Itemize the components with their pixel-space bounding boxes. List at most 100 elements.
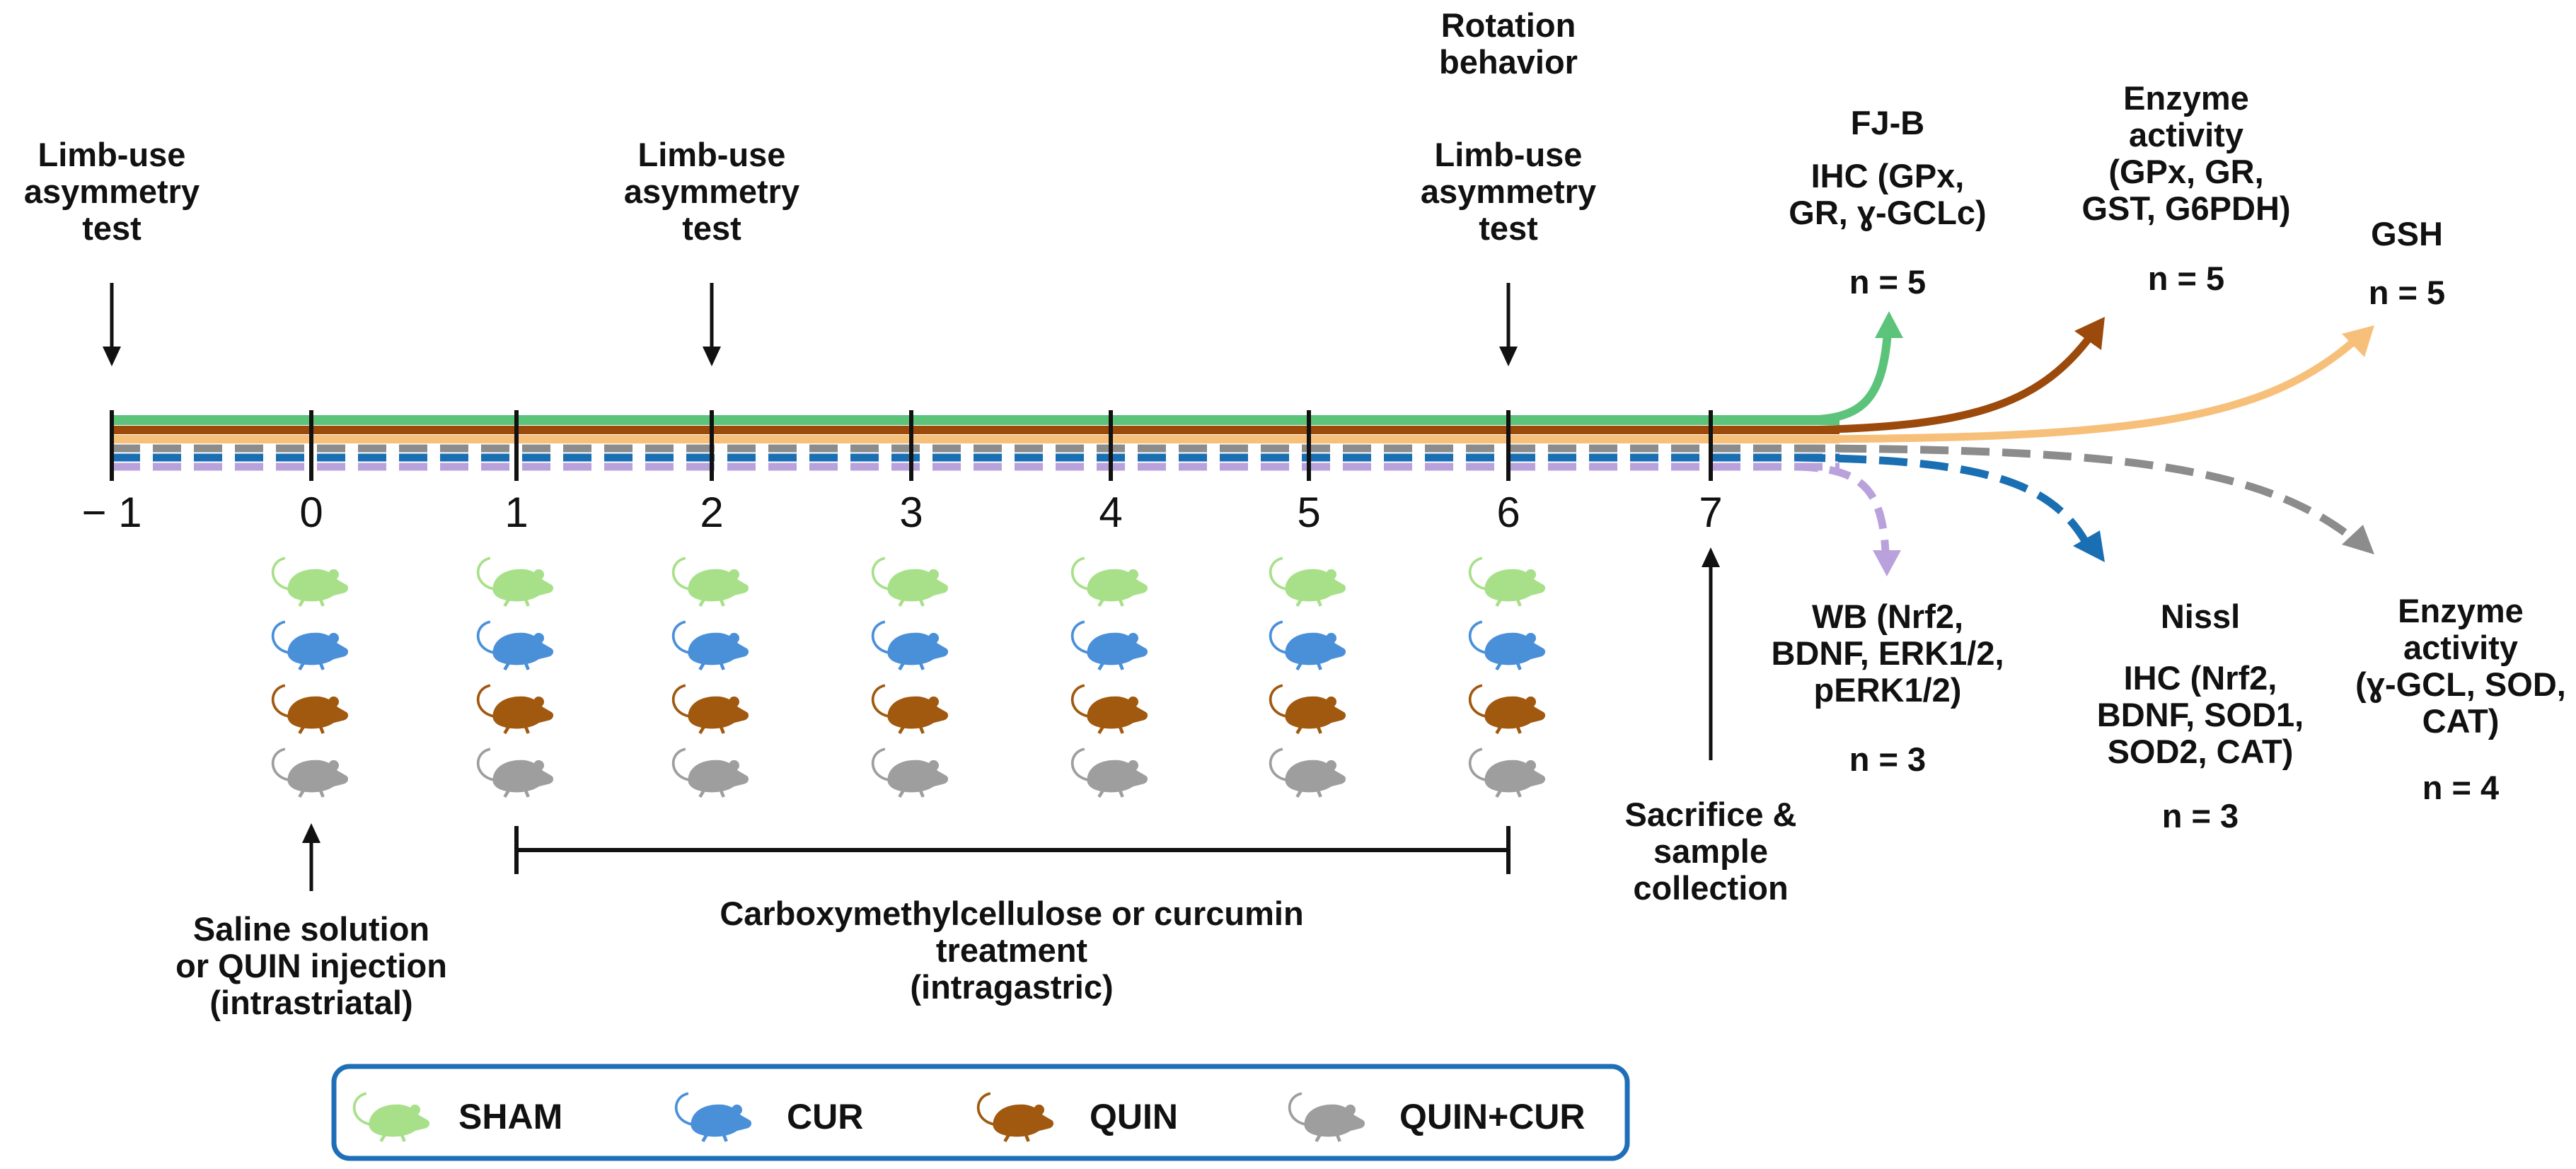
mouse-icon-sham [354,1093,429,1141]
svg-text:Limb-use: Limb-use [1435,136,1583,173]
svg-text:n = 3: n = 3 [1849,740,1926,778]
legend-label-quincur: QUIN+CUR [1399,1097,1586,1136]
orange-arrowhead [2342,325,2374,357]
mouse-icon-cur [478,622,553,670]
mouse-icon-sham [1470,558,1545,606]
down-arrow-icon [1499,347,1518,366]
mouse-icon-sham [873,558,948,606]
svg-text:(intragastric): (intragastric) [910,968,1113,1006]
mouse-icon-quin [978,1093,1053,1141]
mouse-icon-cur [674,622,749,670]
tick-label: 1 [504,489,528,536]
mouse-icon-cur [1271,622,1346,670]
purple-arrowhead [1873,550,1901,576]
tick-label: 6 [1496,489,1520,536]
tick-labels: − 1 0 1 2 3 4 5 6 7 [81,489,1722,536]
down-arrow-icon [703,347,721,366]
mouse-icon-quin [1271,685,1346,733]
mouse-icon-cur [873,622,948,670]
mouse-icon-cur [1470,622,1545,670]
outcome-fjb-ihc: FJ-B IHC (GPx, GR, ɣ-GCLc) n = 5 [1789,104,1986,301]
mouse-icon-quincur [674,749,749,797]
up-arrow-icon [302,823,320,843]
legend-label-cur: CUR [787,1097,863,1136]
svg-text:treatment: treatment [936,931,1088,969]
outcome-enzyme-activity-1: Enzyme activity (GPx, GR, GST, G6PDH) n … [2081,79,2290,297]
svg-text:pERK1/2): pERK1/2) [1814,671,1962,709]
quin-branch [1796,333,2094,434]
mouse-column-day-3 [873,558,948,797]
svg-text:SOD2, CAT): SOD2, CAT) [2108,733,2294,770]
svg-text:asymmetry: asymmetry [624,173,799,210]
svg-text:n = 4: n = 4 [2422,769,2499,806]
svg-text:CAT): CAT) [2422,702,2500,740]
svg-text:or QUIN injection: or QUIN injection [175,947,447,984]
mouse-icon-cur [676,1093,751,1141]
treatment-bracket: Carboxymethylcellulose or curcumin treat… [514,826,1511,1006]
svg-text:Sacrifice &: Sacrifice & [1625,796,1797,833]
down-arrow-icon [103,347,121,366]
svg-text:(GPx, GR,: (GPx, GR, [2108,153,2263,190]
svg-text:GSH: GSH [2371,215,2443,252]
mouse-column-day-1 [478,558,553,797]
mouse-icon-cur [273,622,348,670]
injection-annotation: Saline solution or QUIN injection (intra… [175,823,447,1021]
svg-text:test: test [82,209,141,247]
legend: SHAM CUR QUIN QUIN+CUR [331,1064,1630,1161]
svg-text:test: test [682,209,741,247]
rotation-behavior-label: Rotation behavior [1439,6,1578,81]
mouse-icon-quin [478,685,553,733]
tick-label: 2 [700,489,723,536]
svg-text:Carboxymethylcellulose or curc: Carboxymethylcellulose or curcumin [720,895,1303,932]
mouse-icon-quincur [273,749,348,797]
svg-text:BDNF, ERK1/2,: BDNF, ERK1/2, [1771,634,2004,672]
legend-box [331,1064,1630,1161]
mouse-icon-quincur [1073,749,1148,797]
tick-label: 0 [299,489,323,536]
svg-text:asymmetry: asymmetry [1421,173,1596,210]
svg-text:(ɣ-GCL, SOD,: (ɣ-GCL, SOD, [2355,665,2566,703]
sham-arrowhead [1875,311,1903,338]
mouse-icon-quincur [1271,749,1346,797]
svg-text:BDNF, SOD1,: BDNF, SOD1, [2097,696,2304,733]
svg-text:n = 3: n = 3 [2162,797,2239,834]
quin-arrowhead [2074,317,2105,350]
mouse-column-day-5 [1271,558,1346,797]
cur-arrowhead [2073,530,2105,562]
mouse-icon-quin [873,685,948,733]
quincur-arrowhead [2342,525,2374,554]
timeline-ticks [110,410,1713,481]
legend-label-quin: QUIN [1090,1097,1178,1136]
mouse-icon-quin [674,685,749,733]
tick-label: 5 [1297,489,1320,536]
svg-text:test: test [1479,209,1538,247]
svg-text:Nissl: Nissl [2161,598,2240,635]
legend-label-sham: SHAM [458,1097,562,1136]
mouse-icon-cur [1073,622,1148,670]
cur-branch [1796,453,2091,547]
mouse-icon-sham [478,558,553,606]
svg-text:asymmetry: asymmetry [24,173,200,210]
mouse-icon-quincur [873,749,948,797]
tick-label: 3 [899,489,923,536]
svg-text:sample: sample [1653,832,1768,870]
sham-branch [1796,332,1892,424]
mouse-icon-quin [273,685,348,733]
svg-text:Limb-use: Limb-use [38,136,186,173]
mouse-column-day-6 [1470,558,1545,797]
mouse-icon-sham [1271,558,1346,606]
svg-text:Rotation: Rotation [1441,6,1576,44]
svg-text:n = 5: n = 5 [2369,274,2445,311]
svg-text:(intrastriatal): (intrastriatal) [209,984,412,1021]
mouse-column-day-2 [674,558,749,797]
tick-label: 7 [1699,489,1722,536]
svg-text:GST, G6PDH): GST, G6PDH) [2081,190,2290,227]
mouse-column-day-4 [1073,558,1148,797]
mouse-icon-quin [1073,685,1148,733]
tick-label: − 1 [81,489,141,536]
orange-branch [1796,336,2359,443]
svg-text:Limb-use: Limb-use [638,136,786,173]
svg-text:GR, ɣ-GCLc): GR, ɣ-GCLc) [1789,194,1986,231]
outcome-gsh: GSH n = 5 [2369,215,2445,311]
